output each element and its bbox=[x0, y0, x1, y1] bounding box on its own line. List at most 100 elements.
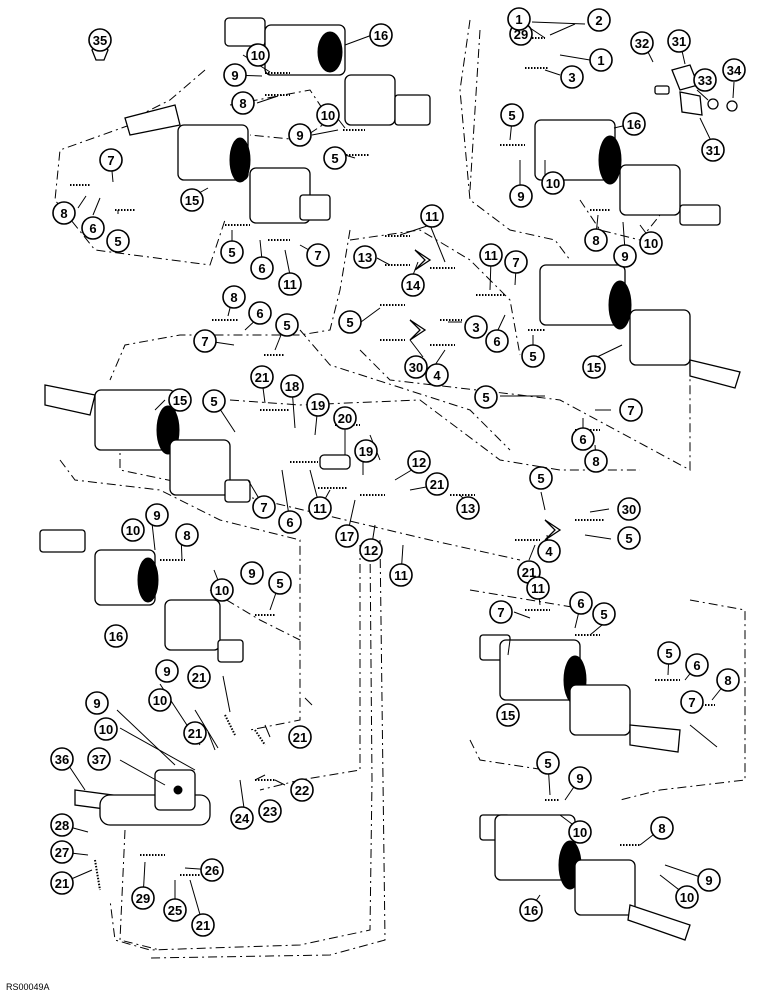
callout-number: 23 bbox=[263, 804, 277, 819]
callout-number: 9 bbox=[705, 873, 712, 888]
callout-12: 12 bbox=[359, 538, 383, 562]
callout-number: 6 bbox=[258, 261, 265, 276]
callout-9: 9 bbox=[288, 123, 312, 147]
callout-number: 8 bbox=[658, 821, 665, 836]
callout-10: 10 bbox=[675, 885, 699, 909]
callout-6: 6 bbox=[571, 427, 595, 451]
callout-10: 10 bbox=[541, 171, 565, 195]
callout-7: 7 bbox=[504, 250, 528, 274]
cylinder-upper-right bbox=[534, 119, 721, 226]
callout-20: 20 bbox=[333, 406, 357, 430]
callout-number: 8 bbox=[60, 206, 67, 221]
callout-16: 16 bbox=[104, 624, 128, 648]
callout-8: 8 bbox=[650, 816, 674, 840]
callout-8: 8 bbox=[175, 523, 199, 547]
callout-number: 16 bbox=[374, 28, 388, 43]
callout-number: 9 bbox=[621, 249, 628, 264]
callout-number: 4 bbox=[433, 368, 441, 383]
callout-3: 3 bbox=[464, 315, 488, 339]
callout-number: 18 bbox=[285, 379, 299, 394]
callout-number: 21 bbox=[430, 477, 444, 492]
callout-21: 21 bbox=[183, 721, 207, 745]
callout-number: 24 bbox=[235, 811, 250, 826]
callout-31: 31 bbox=[667, 29, 691, 53]
callout-15: 15 bbox=[168, 388, 192, 412]
callout-7: 7 bbox=[252, 495, 276, 519]
callout-9: 9 bbox=[145, 503, 169, 527]
callout-number: 21 bbox=[293, 730, 307, 745]
callout-number: 11 bbox=[531, 581, 545, 596]
callout-number: 7 bbox=[688, 695, 695, 710]
callout-5: 5 bbox=[323, 146, 347, 170]
callout-7: 7 bbox=[680, 690, 704, 714]
callout-11: 11 bbox=[420, 204, 444, 228]
callout-23: 23 bbox=[258, 799, 282, 823]
callout-number: 35 bbox=[93, 33, 107, 48]
callout-9: 9 bbox=[509, 184, 533, 208]
callout-11: 11 bbox=[278, 272, 302, 296]
callout-21: 21 bbox=[288, 725, 312, 749]
callout-number: 14 bbox=[406, 278, 421, 293]
callout-number: 6 bbox=[89, 221, 96, 236]
callout-number: 11 bbox=[425, 209, 439, 224]
callout-4: 4 bbox=[425, 363, 449, 387]
leader-lines bbox=[61, 21, 735, 926]
callout-9: 9 bbox=[240, 561, 264, 585]
callout-number: 9 bbox=[248, 566, 255, 581]
callout-number: 5 bbox=[665, 646, 672, 661]
callout-9: 9 bbox=[697, 868, 721, 892]
callout-6: 6 bbox=[250, 256, 274, 280]
callout-number: 21 bbox=[192, 670, 206, 685]
callout-number: 6 bbox=[577, 596, 584, 611]
callout-number: 5 bbox=[600, 607, 607, 622]
cylinder-bottom-right bbox=[479, 814, 691, 941]
callout-number: 19 bbox=[359, 444, 373, 459]
callout-22: 22 bbox=[290, 778, 314, 802]
clamp-assembly bbox=[654, 64, 738, 116]
callout-5: 5 bbox=[592, 602, 616, 626]
callout-number: 8 bbox=[239, 96, 246, 111]
callout-number: 9 bbox=[576, 771, 583, 786]
callout-18: 18 bbox=[280, 374, 304, 398]
callout-number: 31 bbox=[672, 34, 686, 49]
callout-13: 13 bbox=[456, 496, 480, 520]
callout-31: 31 bbox=[701, 138, 725, 162]
callout-number: 5 bbox=[625, 531, 632, 546]
callout-number: 21 bbox=[55, 876, 69, 891]
callout-7: 7 bbox=[619, 398, 643, 422]
callout-number: 15 bbox=[501, 708, 515, 723]
callout-number: 7 bbox=[314, 248, 321, 263]
callout-number: 6 bbox=[493, 334, 500, 349]
callout-number: 7 bbox=[512, 255, 519, 270]
callout-10: 10 bbox=[121, 518, 145, 542]
callout-11: 11 bbox=[389, 563, 413, 587]
callout-number: 27 bbox=[55, 845, 69, 860]
callout-number: 1 bbox=[515, 12, 522, 27]
callout-5: 5 bbox=[268, 571, 292, 595]
callout-number: 9 bbox=[231, 68, 238, 83]
callout-6: 6 bbox=[81, 216, 105, 240]
callout-8: 8 bbox=[716, 668, 740, 692]
callout-21: 21 bbox=[187, 665, 211, 689]
callout-number: 3 bbox=[472, 320, 479, 335]
callout-number: 5 bbox=[544, 756, 551, 771]
callout-number: 7 bbox=[107, 153, 114, 168]
callout-7: 7 bbox=[489, 600, 513, 624]
cylinder-upper-left bbox=[124, 104, 331, 224]
callout-37: 37 bbox=[87, 747, 111, 771]
callout-number: 5 bbox=[276, 576, 283, 591]
callout-10: 10 bbox=[316, 103, 340, 127]
callout-19: 19 bbox=[306, 393, 330, 417]
callout-9: 9 bbox=[568, 766, 592, 790]
callout-35: 35 bbox=[88, 28, 112, 52]
callout-11: 11 bbox=[526, 576, 550, 600]
callout-10: 10 bbox=[210, 578, 234, 602]
cylinder-middle-right bbox=[539, 264, 741, 389]
callout-30: 30 bbox=[404, 355, 428, 379]
callout-26: 26 bbox=[200, 858, 224, 882]
callout-5: 5 bbox=[202, 389, 226, 413]
callout-10: 10 bbox=[246, 43, 270, 67]
callout-number: 2 bbox=[595, 13, 602, 28]
callout-number: 12 bbox=[412, 455, 426, 470]
